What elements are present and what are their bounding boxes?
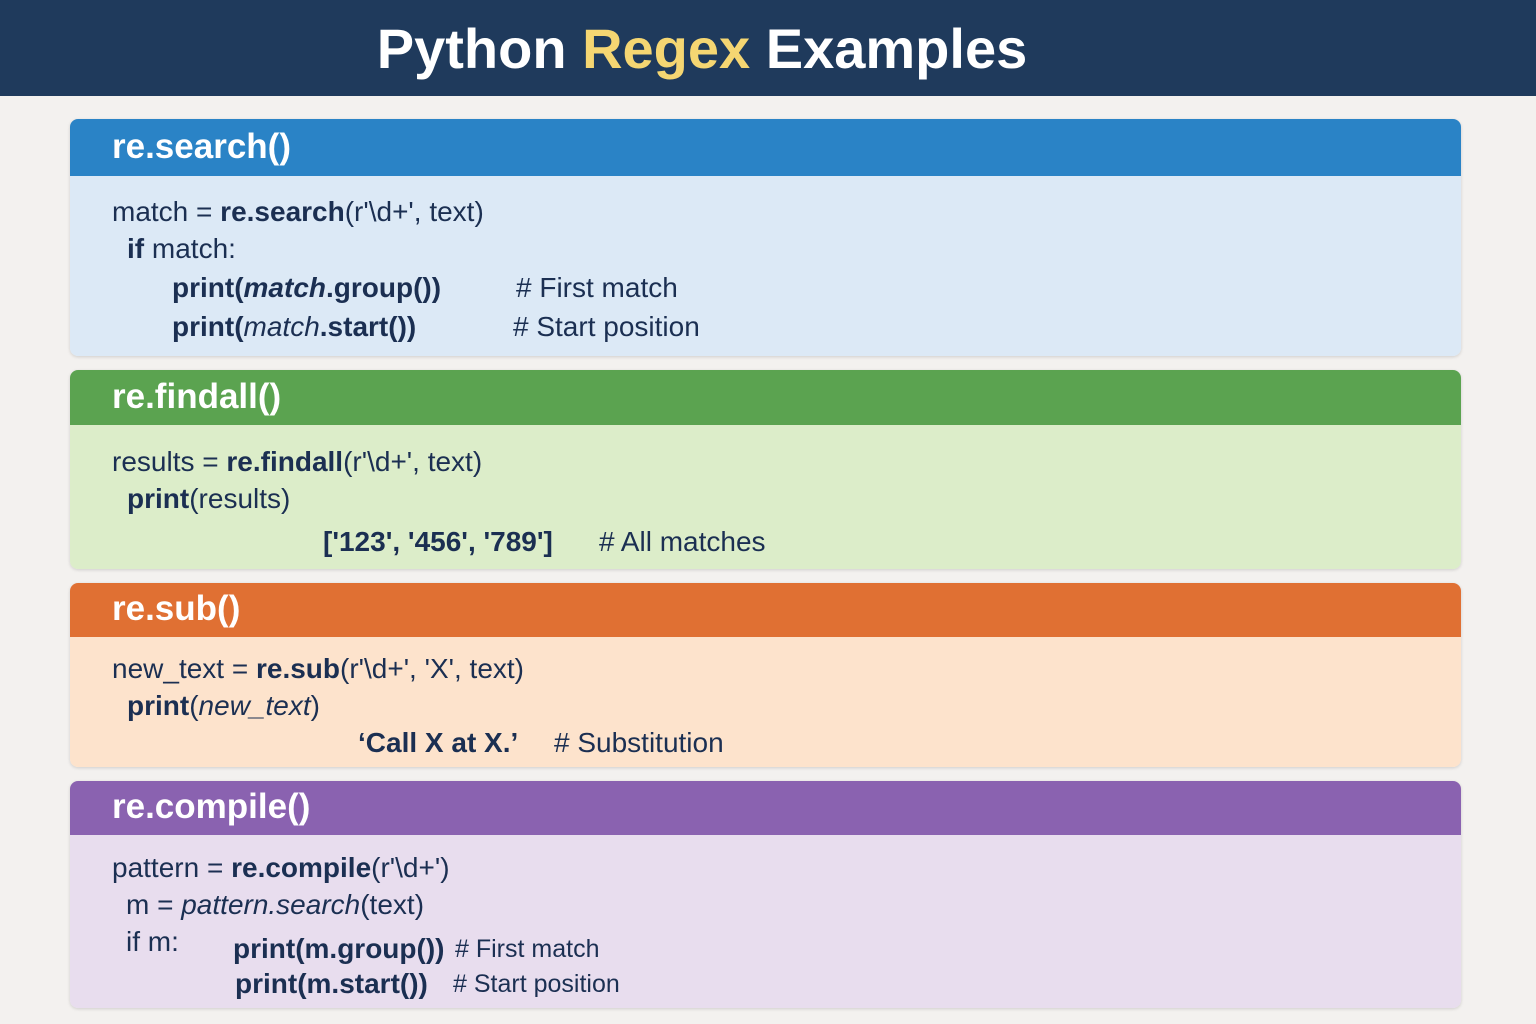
card-re-compile: re.compile() pattern = re.compile(r'\d+'…	[70, 781, 1461, 1008]
code-token: new_text =	[112, 653, 256, 684]
code-token: print(m.start())	[235, 968, 428, 999]
card-header: re.findall()	[70, 370, 1461, 425]
code-token: results =	[112, 446, 227, 477]
code-token: re.sub	[255, 653, 341, 684]
code-line: m = pattern.search(text)	[126, 889, 424, 921]
code-token: match:	[144, 233, 236, 264]
code-token: (r'\d+', 'X', text)	[340, 653, 524, 684]
code-line: if m:	[126, 926, 179, 958]
card-title: re.search()	[112, 126, 291, 166]
code-token: (	[189, 690, 199, 721]
card-header: re.sub()	[70, 583, 1461, 637]
code-token: (r'\d+', text)	[343, 446, 483, 477]
code-token: print(	[172, 311, 244, 342]
code-token: ['123', '456', '789']	[323, 526, 553, 557]
code-line: results = re.findall(r'\d+', text)	[112, 446, 482, 478]
code-token: )	[310, 690, 320, 721]
code-line: new_text = re.sub(r'\d+', 'X', text)	[112, 653, 524, 685]
code-token: re.compile	[231, 852, 372, 883]
code-token: pattern.search	[181, 889, 361, 920]
card-title: re.sub()	[112, 589, 241, 629]
code-block: results = re.findall(r'\d+', text) print…	[70, 425, 1461, 569]
card-header: re.compile()	[70, 781, 1461, 835]
code-token: print	[127, 483, 190, 514]
code-token: print	[127, 690, 190, 721]
card-re-search: re.search() match = re.search(r'\d+', te…	[70, 119, 1461, 356]
code-token: .start())	[319, 311, 417, 342]
card-re-findall: re.findall() results = re.findall(r'\d+'…	[70, 370, 1461, 569]
code-line: print(results)	[127, 483, 290, 515]
code-line: pattern = re.compile(r'\d+')	[112, 852, 450, 884]
title-highlight: Regex	[582, 17, 751, 80]
code-token: print(m.group())	[233, 933, 445, 964]
code-line: ‘Call X at X.’	[358, 727, 518, 759]
code-token: print(	[172, 272, 244, 303]
code-block: match = re.search(r'\d+', text) if match…	[70, 176, 1461, 356]
code-comment: # First match	[455, 935, 600, 963]
code-token: if	[127, 233, 145, 264]
code-token: match	[243, 311, 320, 342]
code-line: print(m.group())	[233, 933, 445, 965]
code-token: re.search	[220, 196, 345, 227]
code-token: new_text	[198, 690, 311, 721]
code-token: re.findall	[226, 446, 344, 477]
code-line: ['123', '456', '789']	[323, 526, 553, 558]
code-comment: # Start position	[453, 970, 620, 998]
title-bar: Python Regex Examples	[0, 0, 1536, 96]
code-token: match	[243, 272, 326, 303]
code-token: ‘Call X at X.’	[358, 727, 519, 758]
page-title: Python Regex Examples	[0, 16, 1404, 81]
code-token: (r'\d+')	[371, 852, 450, 883]
code-comment: # All matches	[599, 526, 766, 557]
code-line: print(match.group())	[172, 272, 441, 304]
card-title: re.compile()	[112, 787, 311, 827]
card-header: re.search()	[70, 119, 1461, 176]
code-token: .group())	[326, 272, 442, 303]
code-token: (r'\d+', text)	[344, 196, 484, 227]
code-comment: # Start position	[513, 311, 700, 342]
code-line: print(m.start())	[235, 968, 428, 1000]
code-token: match =	[112, 196, 221, 227]
card-re-sub: re.sub() new_text = re.sub(r'\d+', 'X', …	[70, 583, 1461, 767]
code-token: if m:	[126, 926, 179, 957]
code-token: m =	[126, 889, 182, 920]
code-token: (text)	[360, 889, 425, 920]
code-line: print(match.start())	[172, 311, 416, 343]
title-text: Python	[376, 17, 583, 80]
code-block: pattern = re.compile(r'\d+') m = pattern…	[70, 835, 1461, 1008]
code-line: print(new_text)	[127, 690, 320, 722]
code-line: if match:	[127, 233, 236, 265]
code-token: (results)	[189, 483, 291, 514]
card-title: re.findall()	[112, 376, 282, 416]
code-block: new_text = re.sub(r'\d+', 'X', text) pri…	[70, 637, 1461, 767]
code-comment: # First match	[516, 272, 678, 303]
code-comment: # Substitution	[554, 727, 724, 758]
code-line: match = re.search(r'\d+', text)	[112, 196, 484, 228]
title-text-end: Examples	[750, 17, 1028, 80]
code-token: pattern =	[112, 852, 232, 883]
